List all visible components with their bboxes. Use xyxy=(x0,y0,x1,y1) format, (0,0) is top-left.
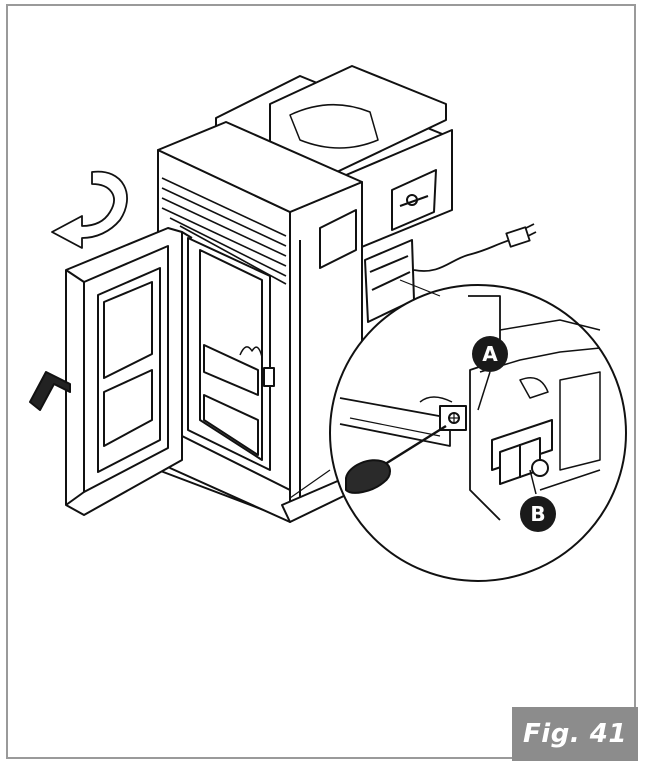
callout-b: B xyxy=(520,469,556,532)
figure-label: Fig. 41 xyxy=(512,707,638,761)
curved-arrow-icon xyxy=(51,170,128,249)
power-plug-icon xyxy=(413,223,537,272)
callout-b-label: B xyxy=(530,502,545,526)
door-handle-icon xyxy=(29,371,71,411)
screwdriver-icon xyxy=(345,424,447,494)
callout-a-label: A xyxy=(482,342,498,366)
open-door xyxy=(65,227,193,516)
callout-a: A xyxy=(472,336,508,411)
